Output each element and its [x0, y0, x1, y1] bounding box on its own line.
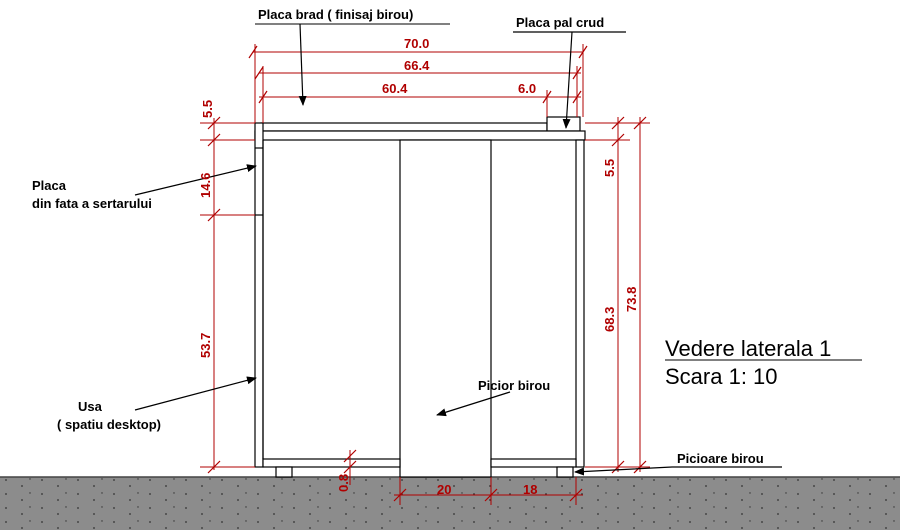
dim-right-top: 5.5 — [602, 159, 617, 177]
top-dimensions — [248, 44, 588, 123]
dim-bottom-gap: 20 — [437, 482, 451, 497]
label-picioare-birou: Picioare birou — [677, 451, 764, 466]
label-picior-birou: Picior birou — [478, 378, 550, 393]
dim-right-body: 68.3 — [602, 307, 617, 332]
dim-top-inner: 66.4 — [404, 58, 430, 73]
left-side-panel — [254, 122, 264, 468]
dim-left-door: 53.7 — [198, 333, 213, 358]
dim-top-pal: 6.0 — [518, 81, 536, 96]
placa-pal-board — [546, 116, 581, 132]
foot-left — [275, 466, 293, 478]
desk-leg — [399, 139, 492, 478]
label-placa-fata-2: din fata a sertarului — [32, 196, 152, 211]
placa-brad-board — [260, 122, 548, 132]
dim-bottom-base: 0.8 — [336, 474, 351, 492]
label-placa-fata-1: Placa — [32, 178, 67, 193]
label-usa-1: Usa — [78, 399, 103, 414]
cabinet-outline — [254, 116, 586, 478]
top-board — [254, 130, 586, 141]
dim-left-drawer: 14.6 — [198, 173, 213, 198]
foot-right — [556, 466, 574, 478]
label-usa-2: ( spatiu desktop) — [57, 417, 161, 432]
scale-label: Scara 1: 10 — [665, 364, 778, 389]
dim-top-overall: 70.0 — [404, 36, 429, 51]
left-dimensions — [200, 116, 255, 474]
leader-lines — [134, 23, 782, 476]
right-side-panel — [575, 139, 585, 468]
right-dimensions — [585, 116, 650, 474]
dim-right-total: 73.8 — [624, 287, 639, 312]
dim-top-brad: 60.4 — [382, 81, 408, 96]
dim-bottom-right: 18 — [523, 482, 537, 497]
ground — [0, 476, 900, 530]
label-placa-pal: Placa pal crud — [516, 15, 604, 30]
bottom-dimensions — [343, 449, 583, 505]
label-placa-brad: Placa brad ( finisaj birou) — [258, 7, 413, 22]
dim-left-top: 5.5 — [200, 100, 215, 118]
view-title: Vedere laterala 1 — [665, 336, 831, 361]
